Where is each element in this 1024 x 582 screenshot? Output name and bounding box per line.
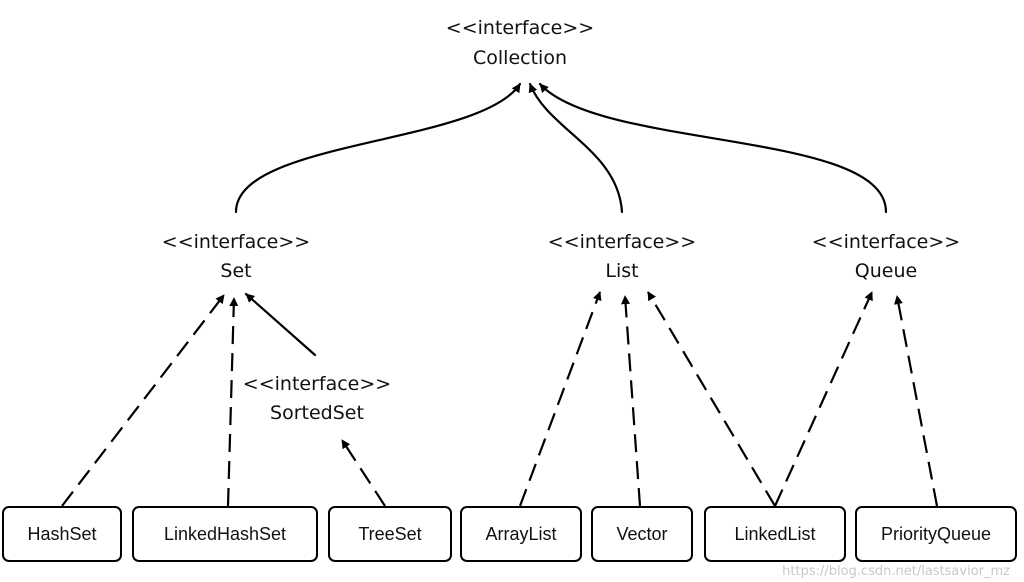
sortedset-stereotype: <<interface>> [242, 373, 392, 395]
edge-linkedlist-to-list [647, 291, 776, 507]
edge-queue-to-collection [538, 82, 888, 214]
class-linkedhashset: LinkedHashSet [132, 506, 318, 562]
edge-set-to-collection [234, 82, 522, 214]
edge-sortedset-to-set [244, 292, 317, 357]
list-stereotype: <<interface>> [547, 231, 697, 253]
interface-collection: Collection [473, 47, 567, 69]
class-priorityqueue: PriorityQueue [855, 506, 1017, 562]
edge-linkedlist-to-queue [773, 291, 874, 507]
edge-priorityqueue-to-queue [894, 295, 939, 507]
edge-hashset-to-set [61, 294, 225, 507]
class-vector: Vector [591, 506, 693, 562]
edge-arraylist-to-list [518, 291, 602, 507]
queue-stereotype: <<interface>> [811, 231, 961, 253]
collection-stereotype: <<interface>> [445, 17, 595, 39]
interface-queue: Queue [854, 260, 918, 282]
class-arraylist: ArrayList [460, 506, 582, 562]
class-linkedlist: LinkedList [704, 506, 846, 562]
watermark: https://blog.csdn.net/lastsavior_mz [782, 564, 1010, 579]
edge-treeset-to-sortedset [341, 439, 386, 507]
class-hashset: HashSet [2, 506, 122, 562]
interface-sortedset: SortedSet [270, 402, 364, 424]
edge-vector-to-list [621, 295, 642, 507]
set-stereotype: <<interface>> [161, 231, 311, 253]
interface-list: List [605, 260, 639, 282]
class-treeset: TreeSet [328, 506, 452, 562]
edge-list-to-collection [528, 82, 624, 214]
edge-linkedhashset-to-set [226, 297, 239, 507]
interface-set: Set [220, 260, 252, 282]
